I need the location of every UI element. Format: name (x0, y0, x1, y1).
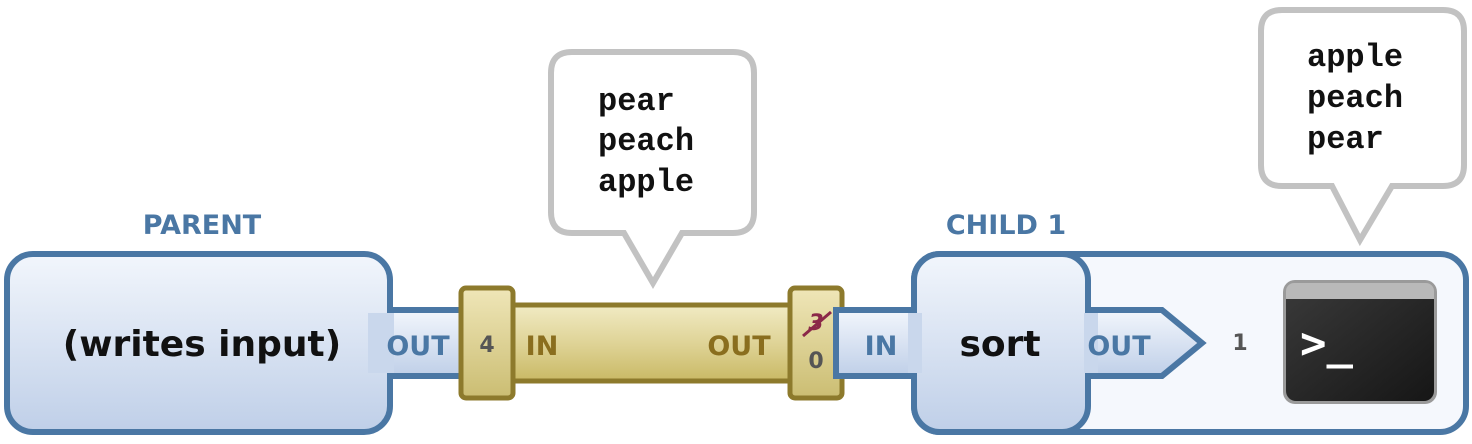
terminal-bubble-line-1: apple (1307, 39, 1403, 76)
terminal-bubble-line-3: pear (1307, 121, 1384, 158)
connector-join (908, 313, 922, 373)
child-process-label: sort (959, 324, 1040, 365)
pipe-left-fd: 4 (479, 333, 494, 358)
terminal-icon: >_ (1283, 280, 1437, 404)
parent-title: PARENT (143, 210, 262, 241)
terminal-speech-bubble (1258, 7, 1467, 247)
pipe-bubble-line-2: peach (598, 123, 694, 160)
pipe-bubble-line-3: apple (598, 164, 694, 201)
pipe-bubble-line-1: pear (598, 83, 675, 120)
terminal-prompt: >_ (1300, 318, 1353, 369)
pipe-speech-bubble (548, 49, 757, 289)
child-in-label: IN (865, 331, 898, 362)
child-out-fd: 1 (1232, 331, 1247, 356)
pipe-left-cap (458, 285, 516, 401)
parent-process-label: (writes input) (63, 324, 341, 365)
pipe-in-label: IN (526, 331, 559, 362)
child-title: CHILD 1 (946, 210, 1066, 241)
connector-join (368, 313, 394, 373)
parent-out-label: OUT (386, 331, 450, 362)
terminal-bubble-line-2: peach (1307, 80, 1403, 117)
pipe-out-label: OUT (707, 331, 771, 362)
closed-fd-strike (802, 310, 832, 338)
child-out-label: OUT (1087, 331, 1151, 362)
pipe-right-fd: 0 (808, 349, 823, 374)
connector-join (1084, 313, 1098, 373)
